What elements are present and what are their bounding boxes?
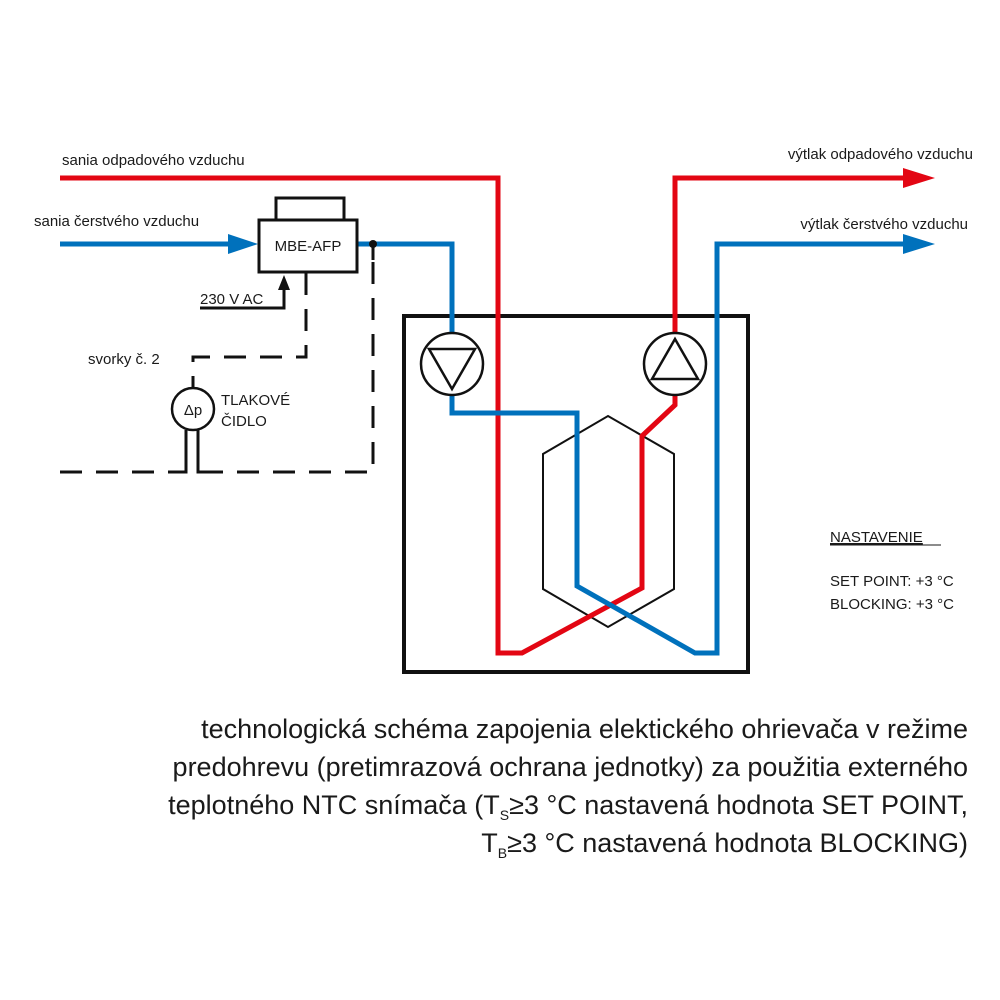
caption-line3: teplotného NTC snímača (TS≥3 °C nastaven… <box>168 790 968 823</box>
power-arrow-icon <box>278 275 290 290</box>
pressure-sensor-icon <box>170 386 216 432</box>
exhaust-fan-icon <box>642 331 708 397</box>
caption-line4: TB≥3 °C nastavená hodnota BLOCKING) <box>481 828 968 861</box>
waste-air-duct <box>60 175 678 656</box>
power-label: 230 V AC <box>200 291 264 308</box>
pressure-sensor-symbol: Δp <box>184 402 202 419</box>
unit-housing <box>402 314 750 674</box>
waste-intake-label: sania odpadového vzduchu <box>62 152 245 169</box>
fresh-duct-to-fan <box>357 241 455 334</box>
settings-title: NASTAVENIE <box>830 529 923 546</box>
caption: technologická schéma zapojenia elektické… <box>168 714 968 861</box>
waste-exhaust-duct <box>672 175 905 334</box>
controller-top <box>274 196 346 222</box>
fresh-intake-arrow-icon <box>228 234 258 254</box>
waste-exhaust-label: výtlak odpadového vzduchu <box>788 146 973 163</box>
fresh-air-duct <box>449 241 905 656</box>
power-line <box>200 285 286 310</box>
fresh-exhaust-label: výtlak čerstvého vzduchu <box>800 216 968 233</box>
controller-label: MBE-AFP <box>275 238 342 255</box>
set-point-value: SET POINT: +3 °C <box>830 573 954 590</box>
sensor-label-line1: TLAKOVÉ <box>221 392 290 409</box>
sensor-label-line2: ČIDLO <box>221 413 267 430</box>
heat-exchanger <box>542 414 675 629</box>
blocking-value: BLOCKING: +3 °C <box>830 596 954 613</box>
fresh-intake-label: sania čerstvého vzduchu <box>34 213 199 230</box>
supply-fan-icon <box>419 331 485 397</box>
signal-wiring <box>60 262 375 474</box>
terminals-label: svorky č. 2 <box>88 351 160 368</box>
controller-box <box>257 218 359 274</box>
waste-exhaust-arrow-icon <box>903 168 935 188</box>
sensor-tubes <box>176 430 208 474</box>
fresh-exhaust-arrow-icon <box>903 234 935 254</box>
caption-line1: technologická schéma zapojenia elektické… <box>201 714 968 744</box>
caption-line2: predohrevu (pretimrazová ochrana jednotk… <box>173 752 968 782</box>
